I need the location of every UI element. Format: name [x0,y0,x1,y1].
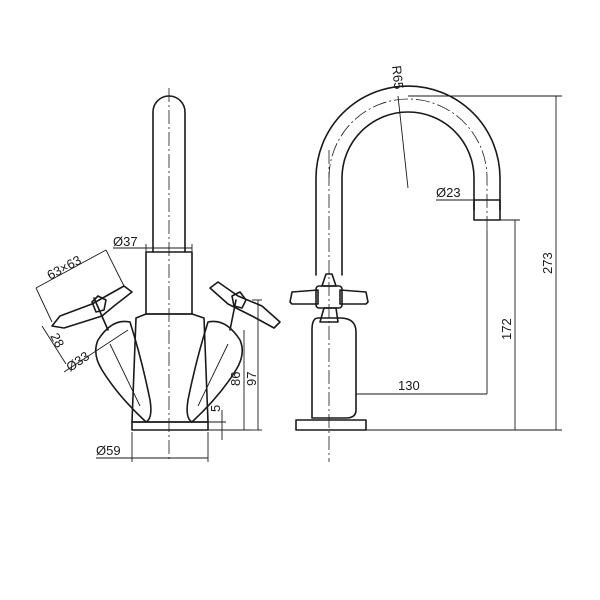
dim-spout-reach: 130 [398,378,420,393]
dim-handle-size: 63×63 [44,252,83,282]
side-spout-centerline [328,98,488,230]
front-base [131,421,209,431]
front-spout-tube [152,95,186,253]
front-right-lever [186,320,244,423]
dim-lever-width: 28 [47,330,67,350]
dim-body-diameter: Ø37 [113,234,138,249]
side-body [311,317,357,419]
dim-lever-height: 86 [228,372,243,386]
dim-spout-radius: R65 [389,65,406,90]
dim-outlet-height: 172 [499,318,514,340]
dim-base-diameter: Ø59 [96,443,121,458]
dim-base-height: 5 [208,405,223,412]
side-cross-handle [289,273,369,323]
side-view: R65 Ø23 130 172 273 [289,65,562,462]
front-right-cross-handle [209,281,281,331]
dim-lever-diameter: Ø33 [63,348,92,374]
side-base [295,419,367,431]
dim-outlet-diameter: Ø23 [436,185,461,200]
side-spout-outer [315,85,501,276]
front-left-cross-handle [51,285,133,331]
dim-handle-height: 97 [244,372,259,386]
front-view: Ø37 63×63 28 Ø33 5 86 97 Ø59 [35,88,281,462]
dim-total-height: 273 [540,252,555,274]
front-left-lever [94,320,152,423]
side-spout-inner [341,111,475,276]
